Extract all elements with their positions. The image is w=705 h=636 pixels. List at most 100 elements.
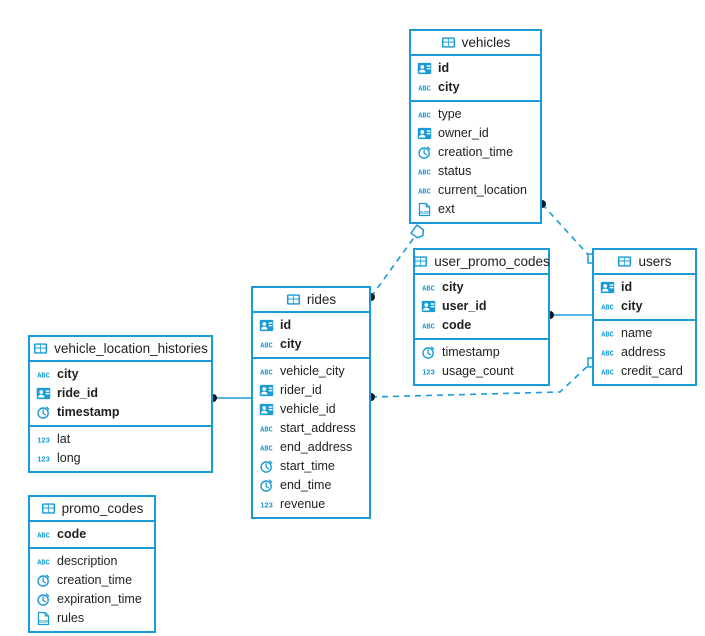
column-label: expiration_time bbox=[57, 592, 142, 607]
svg-text:ABC: ABC bbox=[418, 188, 430, 196]
table-name-label: vehicle_location_histories bbox=[54, 341, 208, 356]
abc-icon: ABC bbox=[600, 299, 615, 314]
column-label: usage_count bbox=[442, 364, 514, 379]
column-label: timestamp bbox=[442, 345, 500, 360]
column-row[interactable]: timestamp bbox=[415, 343, 548, 362]
primary-key-row[interactable]: ride_id bbox=[30, 384, 211, 403]
primary-key-row[interactable]: timestamp bbox=[30, 403, 211, 422]
column-label: revenue bbox=[280, 497, 326, 512]
svg-text:ABC: ABC bbox=[418, 85, 430, 93]
svg-text:ABC: ABC bbox=[601, 369, 613, 377]
number-icon: 123 bbox=[36, 451, 51, 466]
column-label: end_address bbox=[280, 440, 353, 455]
column-row[interactable]: rider_id bbox=[253, 381, 369, 400]
json-icon: JSON bbox=[36, 611, 51, 626]
primary-key-row[interactable]: id bbox=[411, 59, 540, 78]
abc-icon: ABC bbox=[259, 337, 274, 352]
id-card-icon bbox=[36, 386, 51, 401]
primary-key-row[interactable]: id bbox=[253, 316, 369, 335]
table-header-vehicle_location_histories[interactable]: vehicle_location_histories bbox=[30, 337, 211, 362]
id-card-icon bbox=[600, 280, 615, 295]
column-label: vehicle_id bbox=[280, 402, 336, 417]
abc-icon: ABC bbox=[421, 280, 436, 295]
svg-text:ABC: ABC bbox=[418, 169, 430, 177]
column-row[interactable]: expiration_time bbox=[30, 590, 154, 609]
svg-text:123: 123 bbox=[422, 367, 435, 376]
column-label: end_time bbox=[280, 478, 332, 493]
column-row[interactable]: 123 usage_count bbox=[415, 362, 548, 381]
relationship-line bbox=[370, 231, 419, 298]
column-row[interactable]: start_time bbox=[253, 457, 369, 476]
relationship-vehicle-location-histories-to-rides[interactable] bbox=[209, 394, 251, 402]
table-header-users[interactable]: users bbox=[594, 250, 695, 275]
column-label: city bbox=[57, 367, 79, 382]
column-row[interactable]: owner_id bbox=[411, 124, 540, 143]
column-label: id bbox=[280, 318, 292, 333]
column-label: long bbox=[57, 451, 81, 466]
relationship-user-promo-codes-to-users[interactable] bbox=[546, 311, 592, 319]
abc-icon: ABC bbox=[417, 164, 432, 179]
table-icon bbox=[33, 341, 48, 356]
primary-key-row[interactable]: ABC city bbox=[411, 78, 540, 97]
table-icon bbox=[413, 254, 428, 269]
svg-text:ABC: ABC bbox=[260, 426, 272, 434]
number-icon: 123 bbox=[36, 432, 51, 447]
primary-key-row[interactable]: ABC city bbox=[594, 297, 695, 316]
table-header-rides[interactable]: rides bbox=[253, 288, 369, 313]
column-label: code bbox=[57, 527, 87, 542]
table-header-user_promo_codes[interactable]: user_promo_codes bbox=[413, 250, 550, 275]
column-row[interactable]: 123 long bbox=[30, 449, 211, 468]
column-label: city bbox=[438, 80, 460, 95]
primary-key-row[interactable]: id bbox=[594, 278, 695, 297]
column-label: vehicle_city bbox=[280, 364, 345, 379]
column-row[interactable]: creation_time bbox=[411, 143, 540, 162]
clock-icon bbox=[36, 405, 51, 420]
abc-icon: ABC bbox=[417, 80, 432, 95]
column-label: ride_id bbox=[57, 386, 98, 401]
column-row[interactable]: vehicle_id bbox=[253, 400, 369, 419]
column-row[interactable]: end_time bbox=[253, 476, 369, 495]
column-row[interactable]: ABC end_address bbox=[253, 438, 369, 457]
svg-text:ABC: ABC bbox=[422, 323, 434, 331]
abc-icon: ABC bbox=[259, 440, 274, 455]
table-header-vehicles[interactable]: vehicles bbox=[411, 31, 540, 56]
column-label: city bbox=[621, 299, 643, 314]
svg-text:ABC: ABC bbox=[601, 350, 613, 358]
table-header-promo_codes[interactable]: promo_codes bbox=[30, 497, 154, 522]
table-name-label: users bbox=[638, 254, 672, 269]
primary-key-row[interactable]: user_id bbox=[415, 297, 548, 316]
column-row[interactable]: creation_time bbox=[30, 571, 154, 590]
